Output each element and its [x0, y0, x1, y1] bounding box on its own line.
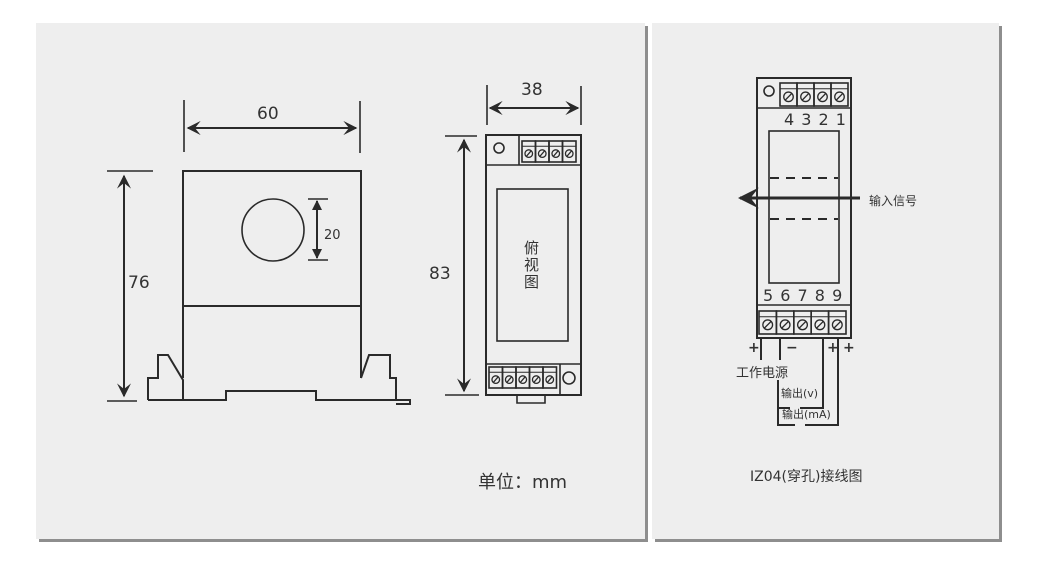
- screw-terminal: [830, 82, 849, 107]
- input-signal-label: 输入信号: [869, 194, 918, 208]
- wiring-panel: [652, 23, 999, 539]
- sensor-body: [182, 170, 362, 307]
- bottom-terminal-numbers: 5 6 7 8 9: [763, 286, 844, 305]
- through-hole: [241, 198, 305, 262]
- power-label: 工作电源: [736, 366, 789, 381]
- right-foot: [360, 354, 397, 400]
- top-view: [445, 85, 582, 404]
- top-terminal-numbers: 4 3 2 1: [784, 110, 847, 129]
- output-ma-wire: [777, 338, 839, 426]
- screw-terminal: [534, 140, 550, 163]
- top-view-height-label: 83: [429, 264, 451, 284]
- height-dimension-label: 76: [128, 273, 150, 293]
- wiring-module: [737, 77, 860, 426]
- output-ma-label: 输出(mA): [782, 408, 831, 421]
- screw-terminal: [827, 310, 847, 335]
- left-foot: [147, 354, 184, 400]
- hole-dimension-label: 20: [324, 228, 341, 243]
- width-dimension-label: 60: [257, 104, 279, 124]
- din-rail: [148, 390, 411, 405]
- output-v-label: 输出(v): [781, 387, 819, 400]
- top-view-label: 俯视图: [524, 239, 540, 291]
- wiring-title: IZ04(穿孔)接线图: [750, 469, 863, 485]
- top-view-width-label: 38: [521, 80, 543, 100]
- minus-sign-power: −: [786, 340, 798, 356]
- plus-sign-output-ma: +: [843, 340, 855, 356]
- plus-sign-power: +: [748, 340, 760, 356]
- screw-terminal: [542, 366, 558, 389]
- plus-sign-output-v: +: [827, 340, 839, 356]
- front-view: [107, 100, 411, 405]
- unit-label: 单位：mm: [478, 472, 568, 493]
- power-wires: [760, 338, 781, 360]
- screw-terminal: [561, 140, 577, 163]
